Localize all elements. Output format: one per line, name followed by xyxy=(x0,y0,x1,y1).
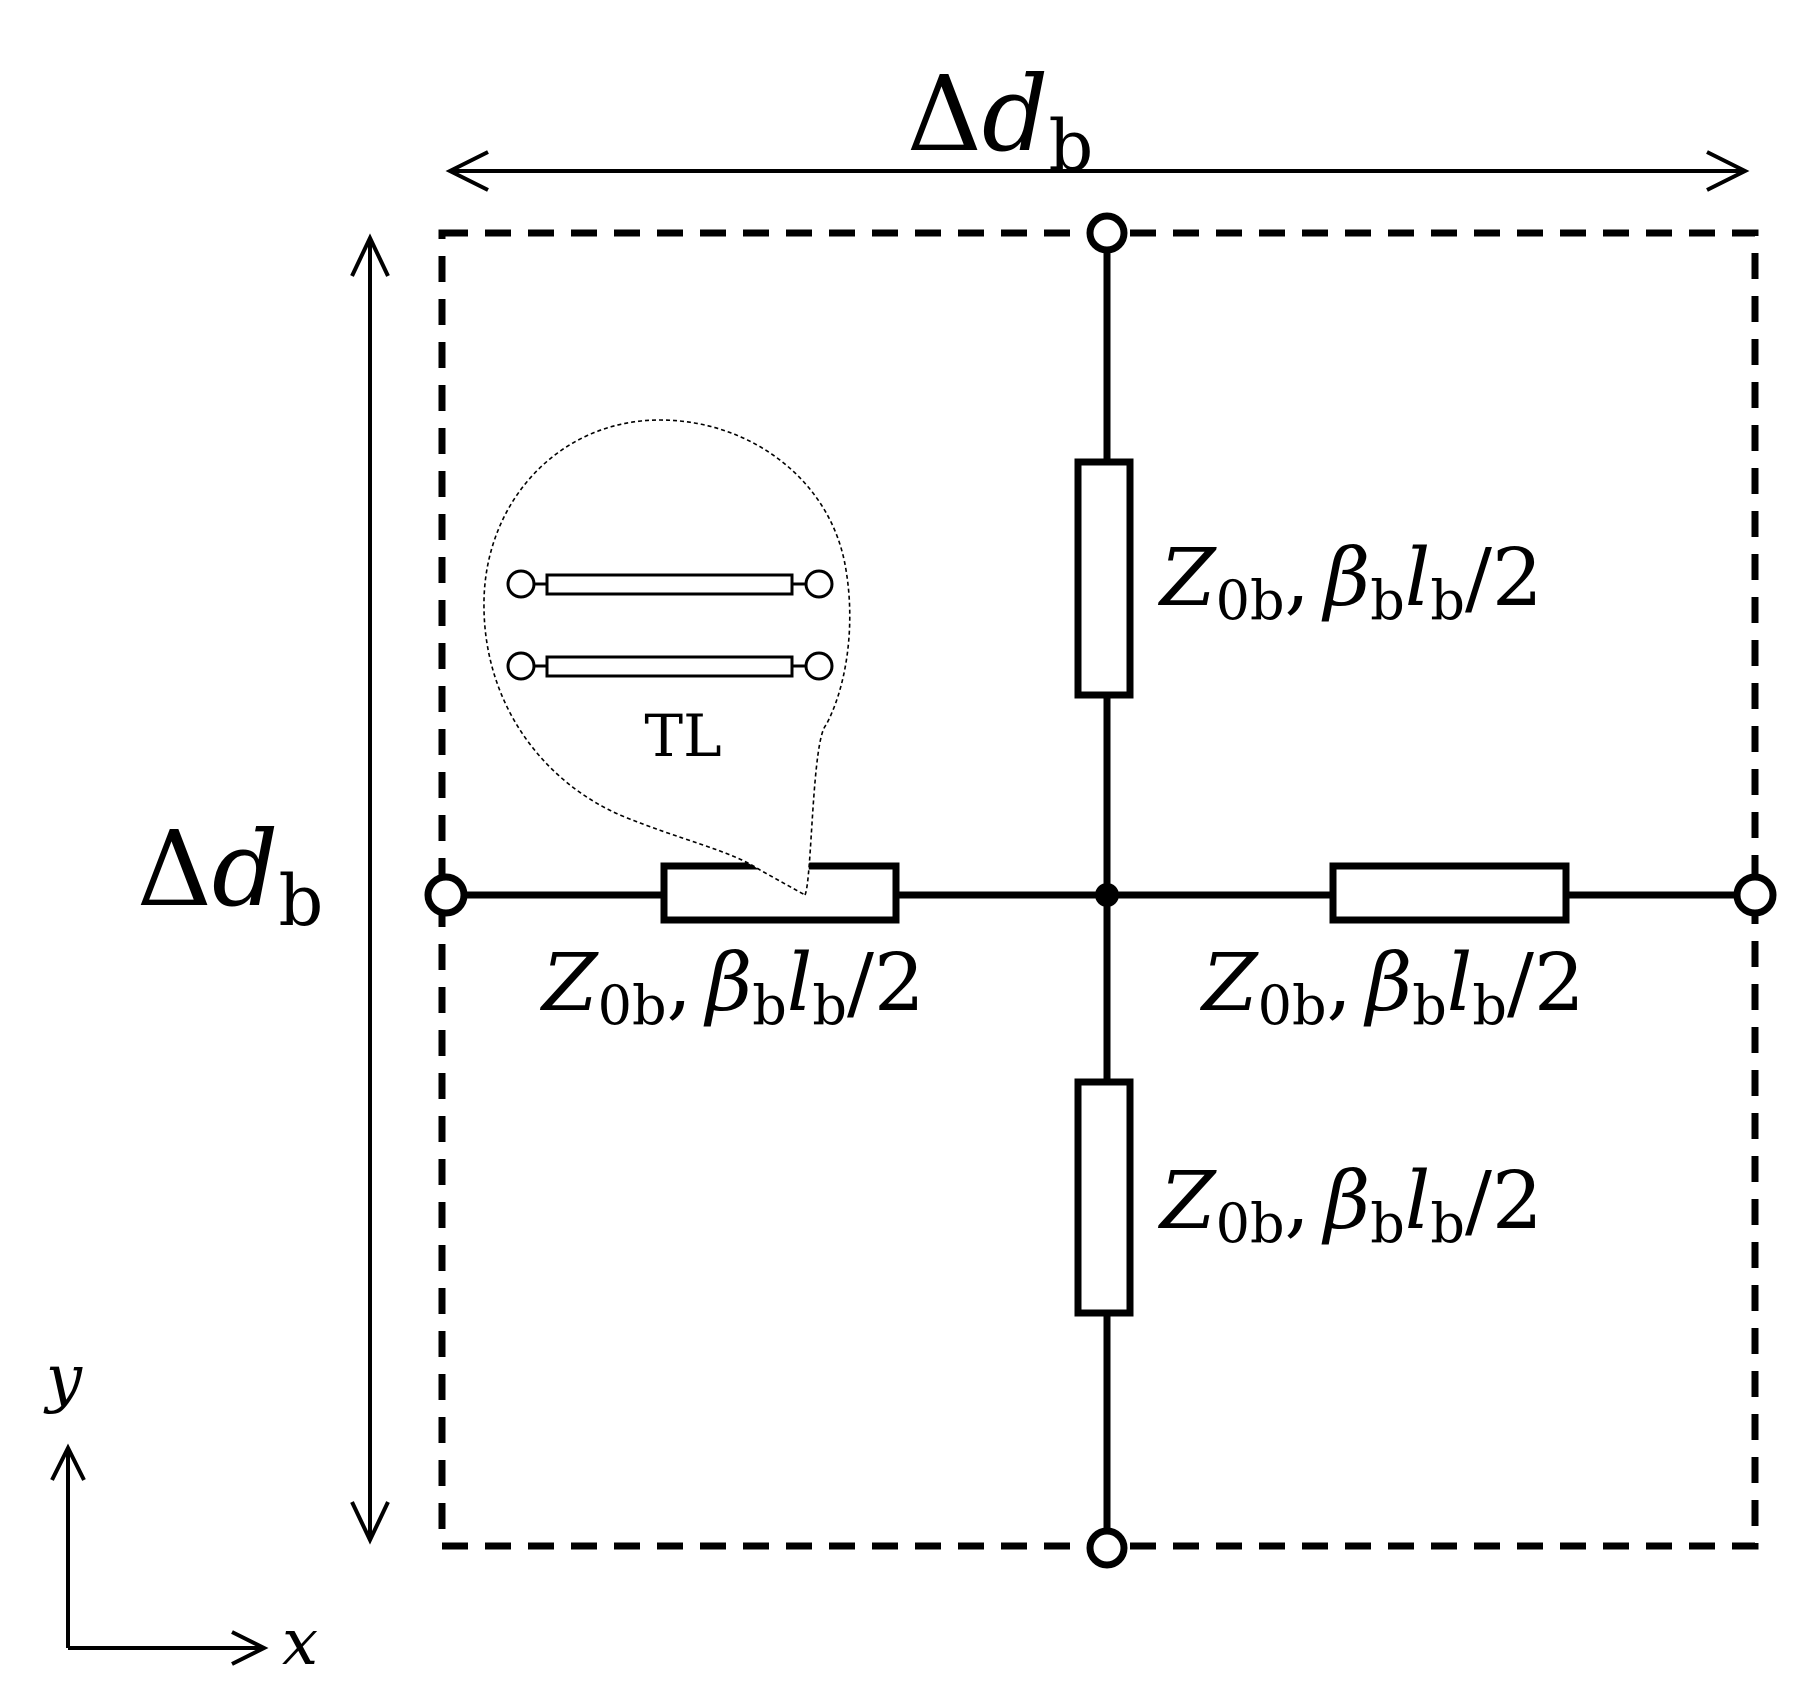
tl-segment-bottom xyxy=(1074,1078,1134,1317)
coordinate-axes xyxy=(50,1443,269,1666)
port-left xyxy=(424,873,468,917)
branch-label-left: Z0b,βblb/2 xyxy=(539,936,925,1037)
top-dimension-label: Δdb xyxy=(907,53,1094,187)
port-right xyxy=(1733,873,1777,917)
port-top xyxy=(1086,212,1128,254)
branch-label-bottom: Z0b,βblb/2 xyxy=(1157,1154,1543,1255)
junction-node xyxy=(1095,883,1119,907)
axis-label-y: y xyxy=(43,1342,83,1416)
left-dimension-label: Δdb xyxy=(137,808,324,942)
tl-inset-symbol xyxy=(506,569,834,681)
branch-label-right: Z0b,βblb/2 xyxy=(1199,936,1585,1037)
top-dimension-arrow xyxy=(445,150,1750,192)
tl-segment-top xyxy=(1074,458,1134,699)
branch-label-top: Z0b,βblb/2 xyxy=(1157,531,1543,632)
port-bottom xyxy=(1086,1527,1128,1569)
left-dimension-arrow xyxy=(350,233,390,1545)
axis-label-x: x xyxy=(282,1606,318,1680)
tl-segment-right xyxy=(1329,862,1570,924)
tl-inset-label: TL xyxy=(644,702,721,770)
